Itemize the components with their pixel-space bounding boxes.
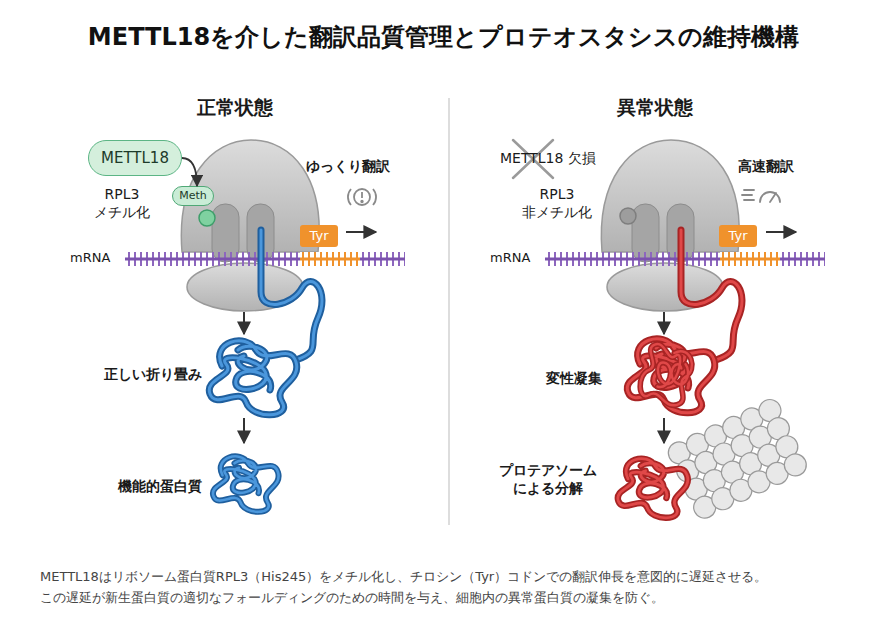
modification-tag: Meth bbox=[172, 186, 214, 206]
outcome-label: プロテアソーム による分解 bbox=[488, 462, 608, 497]
slow-icon bbox=[348, 189, 376, 205]
outcome-label: 機能的蛋白質 bbox=[62, 478, 202, 496]
ribosome bbox=[181, 140, 319, 311]
status-label: RPL3 メチル化 bbox=[82, 186, 162, 221]
node-text: Tyr bbox=[729, 229, 748, 243]
strand-label: mRNA bbox=[490, 250, 550, 266]
panel-divider bbox=[448, 98, 450, 525]
status-label: METTL18 欠損 bbox=[500, 150, 640, 168]
strand-label: mRNA bbox=[70, 250, 130, 266]
proteasome bbox=[665, 396, 810, 522]
mrna-strand bbox=[125, 252, 405, 266]
node-text: Tyr bbox=[310, 229, 329, 243]
node-text: Meth bbox=[179, 190, 207, 202]
node-text: METTL18 bbox=[101, 150, 169, 167]
nascent-chain bbox=[261, 230, 322, 360]
speed-label: 高速翻訳 bbox=[738, 158, 838, 176]
edge-arrow bbox=[182, 158, 197, 186]
mrna-strand bbox=[545, 252, 825, 266]
flow-arrow bbox=[243, 418, 245, 443]
caption-text: METTL18はリボソーム蛋白質RPL3（His245）をメチル化し、チロシン（… bbox=[40, 566, 870, 609]
flow-arrow bbox=[663, 312, 665, 334]
panel-heading: 異常状態 bbox=[575, 96, 735, 120]
folded-protein bbox=[209, 341, 297, 415]
outcome-label: 変性凝集 bbox=[462, 370, 602, 388]
status-label: RPL3 非メチル化 bbox=[507, 186, 607, 221]
codon-box: Tyr bbox=[300, 225, 338, 247]
flow-arrow bbox=[663, 418, 665, 443]
direction-arrow bbox=[346, 231, 376, 233]
enzyme-box: METTL18 bbox=[88, 140, 182, 176]
unmethylated-site bbox=[620, 208, 636, 224]
speed-label: ゆっくり翻訳 bbox=[306, 158, 426, 176]
outcome-label: 正しい折り畳み bbox=[62, 366, 202, 384]
speed-icon bbox=[742, 190, 780, 202]
diagram-title: METTL18を介した翻訳品質管理とプロテオスタシスの維持機構 bbox=[0, 22, 887, 52]
panel-heading: 正常状態 bbox=[155, 96, 315, 120]
flow-arrow bbox=[243, 312, 245, 334]
degraded-protein bbox=[618, 459, 688, 518]
aggregated-protein bbox=[627, 339, 715, 413]
nascent-chain bbox=[681, 230, 742, 360]
codon-box: Tyr bbox=[719, 225, 757, 247]
direction-arrow bbox=[766, 231, 796, 233]
functional-protein bbox=[213, 456, 279, 511]
methyl-group bbox=[199, 210, 215, 226]
